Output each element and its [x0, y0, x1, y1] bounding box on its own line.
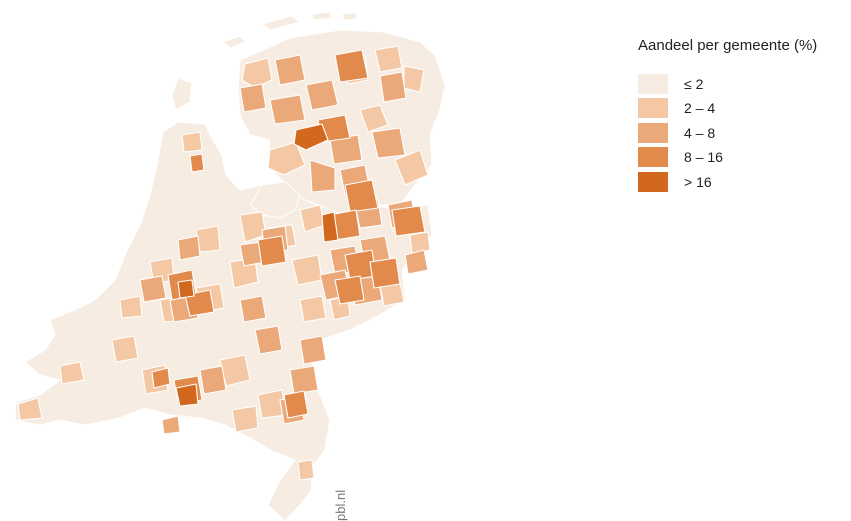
municipality-47 — [289, 365, 319, 395]
legend-item-2: 2 – 4 — [638, 98, 848, 119]
municipality-26 — [409, 231, 431, 255]
land-flevoland — [249, 181, 301, 219]
municipality-25 — [299, 295, 327, 323]
municipality-33 — [269, 94, 306, 125]
municipality-75 — [321, 211, 339, 243]
legend-swatch-3 — [638, 122, 668, 143]
municipality-27 — [297, 459, 315, 481]
municipality-3 — [403, 65, 425, 93]
municipality-52 — [177, 235, 201, 261]
legend-label-3: 4 – 8 — [684, 124, 716, 141]
municipality-38 — [309, 159, 336, 193]
municipality-58 — [239, 295, 267, 323]
municipality-77 — [175, 383, 199, 407]
municipality-55 — [404, 249, 429, 275]
municipality-57 — [161, 415, 181, 435]
map-legend: Aandeel per gemeente (%) ≤ 2 2 – 4 4 – 8… — [638, 37, 848, 196]
legend-swatch-1 — [638, 73, 668, 94]
legend-item-1: ≤ 2 — [638, 73, 848, 94]
legend-label-5: > 16 — [684, 173, 712, 190]
legend-label-1: ≤ 2 — [684, 75, 704, 92]
municipality-6 — [394, 149, 429, 186]
island-ameland — [311, 11, 333, 21]
municipality-14 — [111, 335, 139, 363]
municipality-36 — [371, 127, 406, 159]
legend-swatch-2 — [638, 98, 668, 118]
municipality-73 — [189, 153, 205, 173]
municipality-71 — [283, 390, 309, 419]
municipality-66 — [334, 275, 365, 305]
municipality-10 — [291, 254, 323, 286]
municipality-20 — [59, 361, 85, 385]
island-vlieland — [222, 35, 247, 49]
municipality-51 — [139, 275, 167, 303]
island-schiermonnikoog — [341, 12, 358, 21]
legend-item-4: 8 – 16 — [638, 147, 848, 168]
municipality-35 — [379, 71, 407, 103]
municipality-63 — [391, 205, 426, 237]
municipality-1 — [241, 57, 273, 89]
credit-text: pbl.nl — [333, 489, 348, 521]
municipality-31 — [274, 54, 306, 86]
municipality-4 — [359, 104, 389, 133]
legend-swatch-5 — [638, 171, 668, 192]
municipality-65 — [369, 257, 401, 289]
municipality-49 — [199, 365, 227, 395]
legend-label-4: 8 – 16 — [684, 149, 723, 165]
legend-item-3: 4 – 8 — [638, 122, 848, 143]
legend-swatch-4 — [638, 147, 668, 167]
municipality-5 — [267, 141, 306, 176]
legend-label-2: 2 – 4 — [684, 100, 716, 116]
municipality-34 — [305, 79, 339, 111]
island-texel — [171, 77, 193, 111]
municipality-59 — [334, 49, 369, 83]
municipality-67 — [257, 235, 287, 267]
netherlands-municipality-map — [14, 11, 446, 521]
municipality-72 — [151, 367, 171, 389]
municipality-2 — [374, 45, 403, 73]
municipality-76 — [177, 279, 195, 299]
municipality-48 — [254, 325, 283, 355]
island-terschelling — [261, 15, 301, 31]
municipality-23 — [119, 295, 143, 319]
municipality-46 — [299, 335, 327, 365]
municipality-18 — [231, 405, 259, 433]
municipality-29 — [181, 131, 203, 153]
municipality-32 — [239, 83, 267, 113]
municipality-61 — [344, 179, 379, 213]
legend-title: Aandeel per gemeente (%) — [638, 37, 818, 54]
legend-item-5: > 16 — [638, 171, 848, 192]
municipality-74 — [293, 123, 329, 151]
municipality-19 — [17, 397, 43, 421]
